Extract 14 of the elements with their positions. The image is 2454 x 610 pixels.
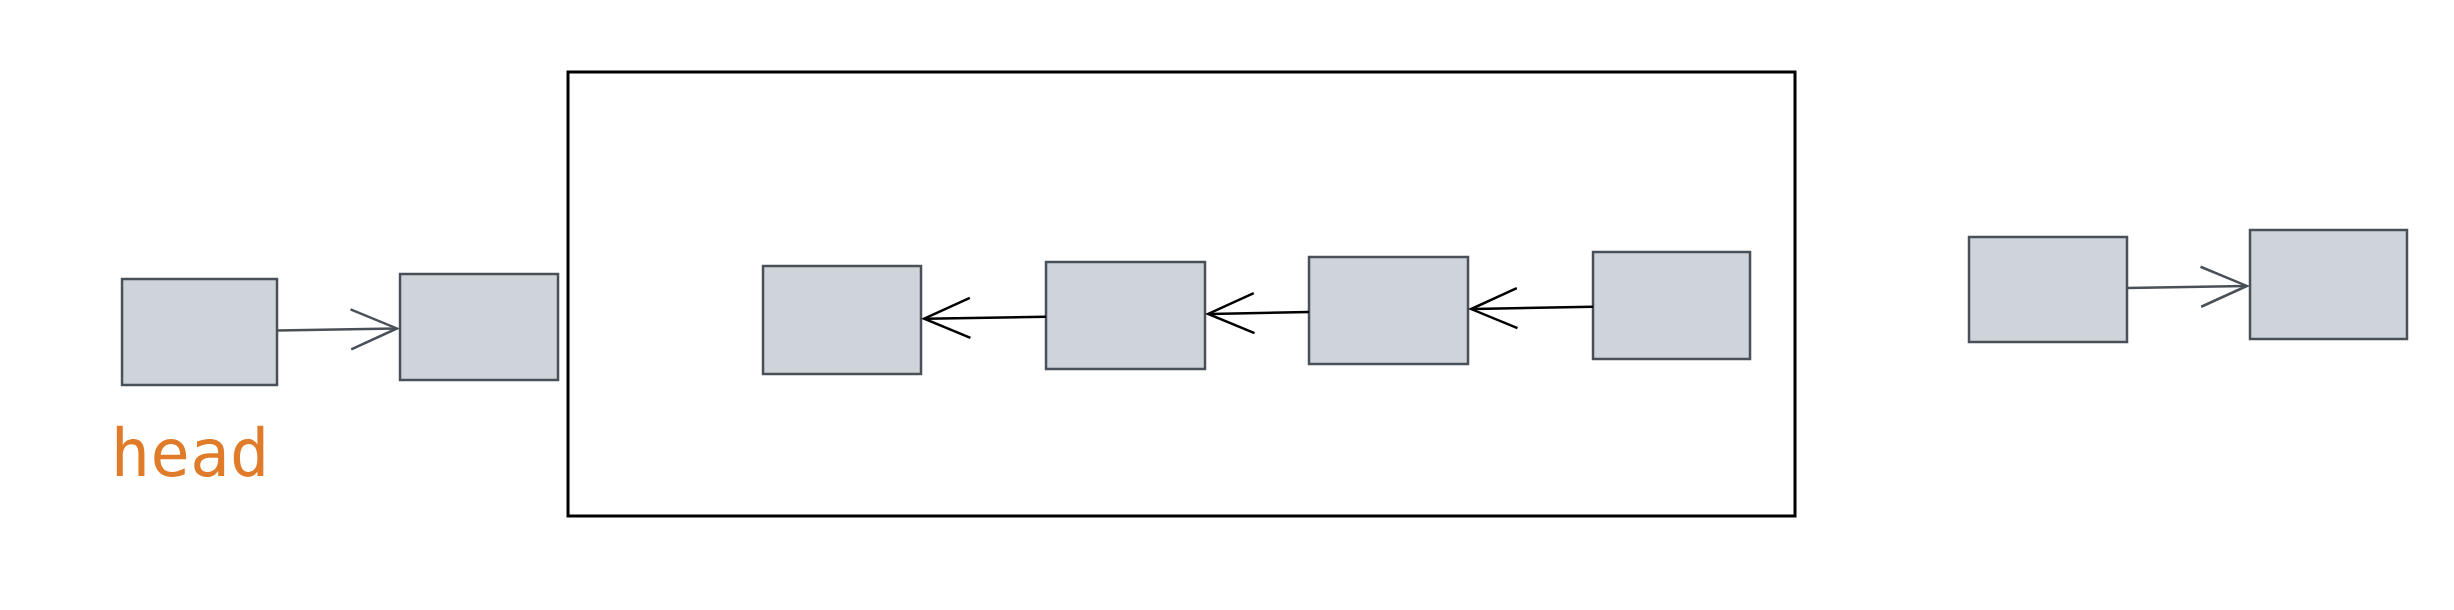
- arrow: [2127, 265, 2250, 308]
- node-box: [398, 272, 560, 382]
- arrow: [1468, 287, 1594, 330]
- node-box: [2248, 228, 2409, 341]
- arrow: [277, 308, 401, 351]
- node-label: head: [116, 425, 264, 477]
- node-box: [761, 264, 923, 376]
- node-box: [1307, 255, 1470, 366]
- frame-box: [566, 70, 1797, 518]
- node-box: [1967, 235, 2129, 344]
- arrow: [921, 296, 1047, 340]
- arrow: [1205, 291, 1310, 335]
- node-box: [1044, 260, 1207, 371]
- node-box: [1591, 250, 1752, 361]
